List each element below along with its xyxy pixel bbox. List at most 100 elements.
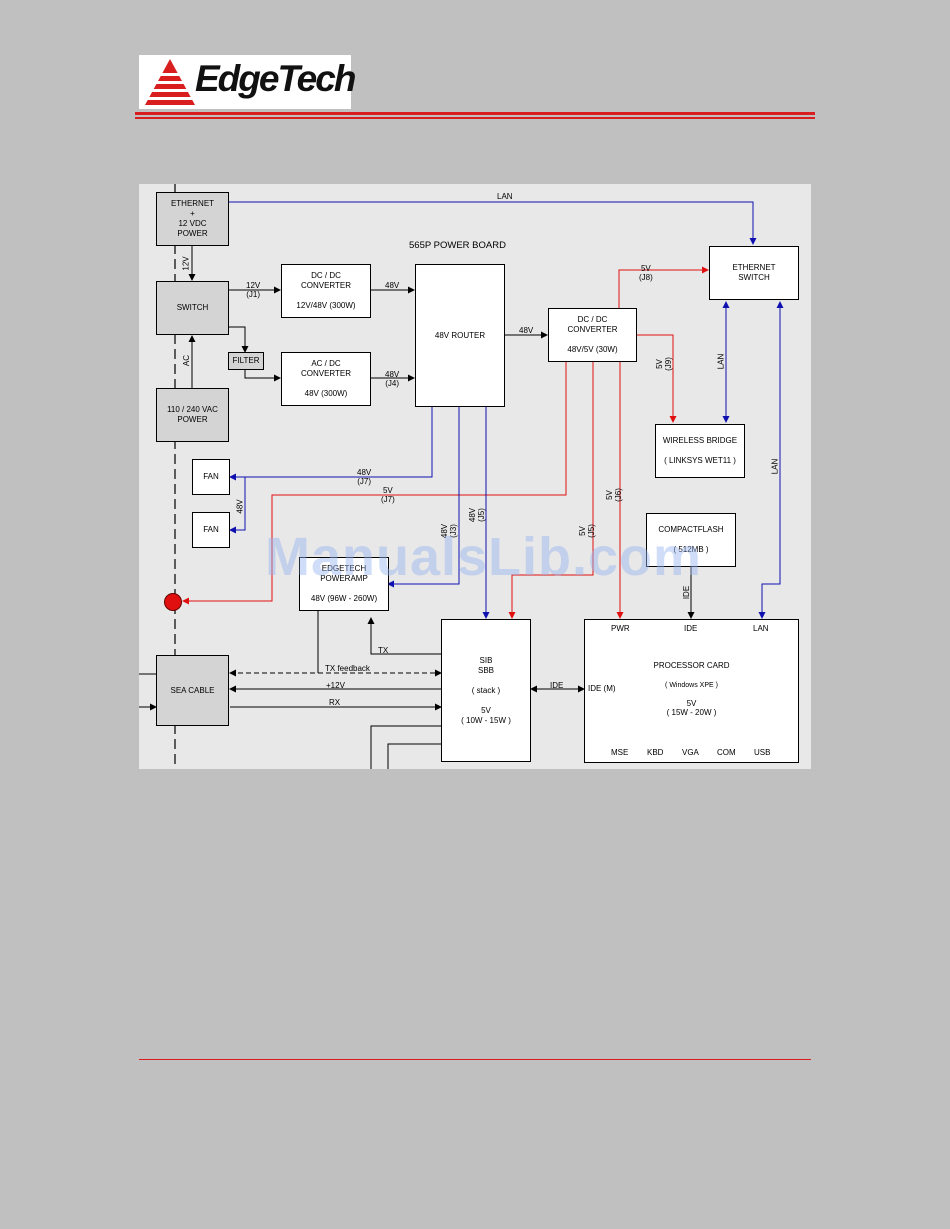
label-lan-wireless: LAN [716,353,726,370]
label-j9: 5V (J9) [654,357,673,371]
box-text-line: 12V/48V (300W) [296,301,356,310]
box-text-line: ETHERNET [170,199,215,208]
box-text-line: + [190,209,195,218]
logo-text: EdgeTech [195,58,356,99]
box-text-line: ( LINKSYS WET11 ) [664,456,736,465]
box-text-line [485,696,487,706]
watermark: ManualsLib.com [265,527,703,587]
label-j4: 48V (J4) [385,370,400,388]
label-lan-right: LAN [770,458,780,475]
port-com: COM [717,748,736,757]
compactflash-box: COMPACTFLASH ( 512MB ) [646,513,736,567]
logo-triangle-icon [145,59,195,105]
box-text-line: 5V [481,705,491,715]
label-plus12v: +12V [326,681,345,690]
dc-dc-converter-48-5: DC / DC CONVERTER 48V/5V (30W) [548,308,637,362]
box-text-line: DC / DC [577,315,608,324]
ethernet-switch-box: ETHERNET SWITCH [709,246,799,300]
box-text-line: SWITCH [176,303,209,312]
sib-sbb-box: SIB SBB ( stack ) 5V ( 10W - 15W ) [441,619,531,762]
fan-box-2: FAN [192,512,230,548]
box-text-line: EDGETECH [321,564,367,573]
box-text-line [699,446,701,456]
edgetech-logo: EdgeTech [139,55,356,109]
label-48v-dcdc: 48V [385,281,400,290]
switch-box: SWITCH [156,281,229,335]
box-text-line [485,676,487,686]
label-j7-5v: 5V (J7) [381,486,395,504]
label-12v-vertical: 12V [181,256,191,271]
transducer-indicator [164,593,182,611]
label-tx: TX [378,646,389,655]
box-text-line: CONVERTER [300,281,352,290]
label-j6: 5V (J6) [604,488,623,502]
port-mse: MSE [611,748,629,757]
footer-rule [139,1059,811,1060]
box-text-line: POWER [177,415,208,424]
block-diagram: 565P POWER BOARD ETHERNET + 12 VDC POWER… [139,184,811,769]
fan-box-1: FAN [192,459,230,495]
box-text-line: SWITCH [738,273,770,282]
label-ac-vertical: AC [182,354,192,367]
header-rule-thin [135,117,815,119]
box-text-line: AC / DC [311,359,341,368]
label-j1: 12V (J1) [246,281,261,299]
box-text-line: ETHERNET [732,263,776,272]
sea-cable-box: SEA CABLE [156,655,229,726]
filter-box: FILTER [228,352,264,370]
box-text-line: COMPACTFLASH [658,525,724,534]
processor-card-box: PWR IDE LAN PROCESSOR CARD ( Windows XPE… [584,619,799,763]
box-text-line: CONVERTER [567,325,618,334]
wiring-layer [139,184,784,769]
ethernet-power-box: ETHERNET + 12 VDC POWER [156,192,229,246]
box-text-line: POWER [177,229,208,238]
poweramp-box: EDGETECH POWERAMP 48V (96W - 260W) [299,557,389,611]
wireless-bridge-box: WIRELESS BRIDGE ( LINKSYS WET11 ) [655,424,745,478]
box-text-line: SIB [479,655,493,665]
label-ide-link: IDE [550,681,564,690]
label-rx: RX [329,698,341,707]
label-j5-48v: 48V (J5) [468,507,487,523]
port-kbd: KBD [647,748,664,757]
ac-power-box: 110 / 240 VAC POWER [156,388,229,442]
port-vga: VGA [682,748,699,757]
label-48v-router-out: 48V [519,326,534,335]
label-j7-48v: 48V (J7) [357,468,372,486]
dc-dc-converter-12-48: DC / DC CONVERTER 12V/48V (300W) [281,264,371,318]
box-text-line [325,379,327,389]
box-text-line: POWERAMP [320,574,368,583]
box-text-line: 110 / 240 VAC [167,405,218,414]
label-j8: 5V (J8) [639,264,653,282]
port-pwr: PWR [611,624,630,633]
box-text-line: CONVERTER [300,369,352,378]
port-usb: USB [754,748,771,757]
label-lan-top: LAN [497,192,513,201]
port-ide-m: IDE (M) [588,684,616,693]
box-text-line [591,335,593,345]
box-text-line: FILTER [232,356,260,365]
box-text-line: 12 VDC [178,219,207,228]
diagram-title: 565P POWER BOARD [409,240,506,251]
box-text-line: ( 10W - 15W ) [461,715,511,725]
label-fan-48v: 48V [235,499,245,514]
box-text-line: WIRELESS BRIDGE [662,436,738,445]
box-text-line: ( 512MB ) [673,545,709,554]
box-text-line [325,291,327,301]
label-tx-feedback: TX feedback [325,664,370,673]
box-text-line: 48V (300W) [304,389,348,398]
box-text-line: ( stack ) [471,685,501,695]
box-text-line: SEA CABLE [170,685,215,695]
box-text-line: FAN [203,472,219,481]
port-lan: LAN [753,624,769,633]
ac-dc-converter: AC / DC CONVERTER 48V (300W) [281,352,371,406]
box-text-line: DC / DC [311,271,341,280]
processor-os: ( Windows XPE ) [665,682,718,689]
router-48v: 48V ROUTER [415,264,505,407]
header-rule [135,112,815,115]
processor-name: PROCESSOR CARD [653,661,730,670]
box-text-line: FAN [203,525,219,534]
processor-power: 5V [686,699,697,708]
box-text-line: 48V ROUTER [434,330,486,340]
box-text-line: SBB [477,665,494,675]
processor-power-watts: ( 15W - 20W ) [666,708,717,717]
